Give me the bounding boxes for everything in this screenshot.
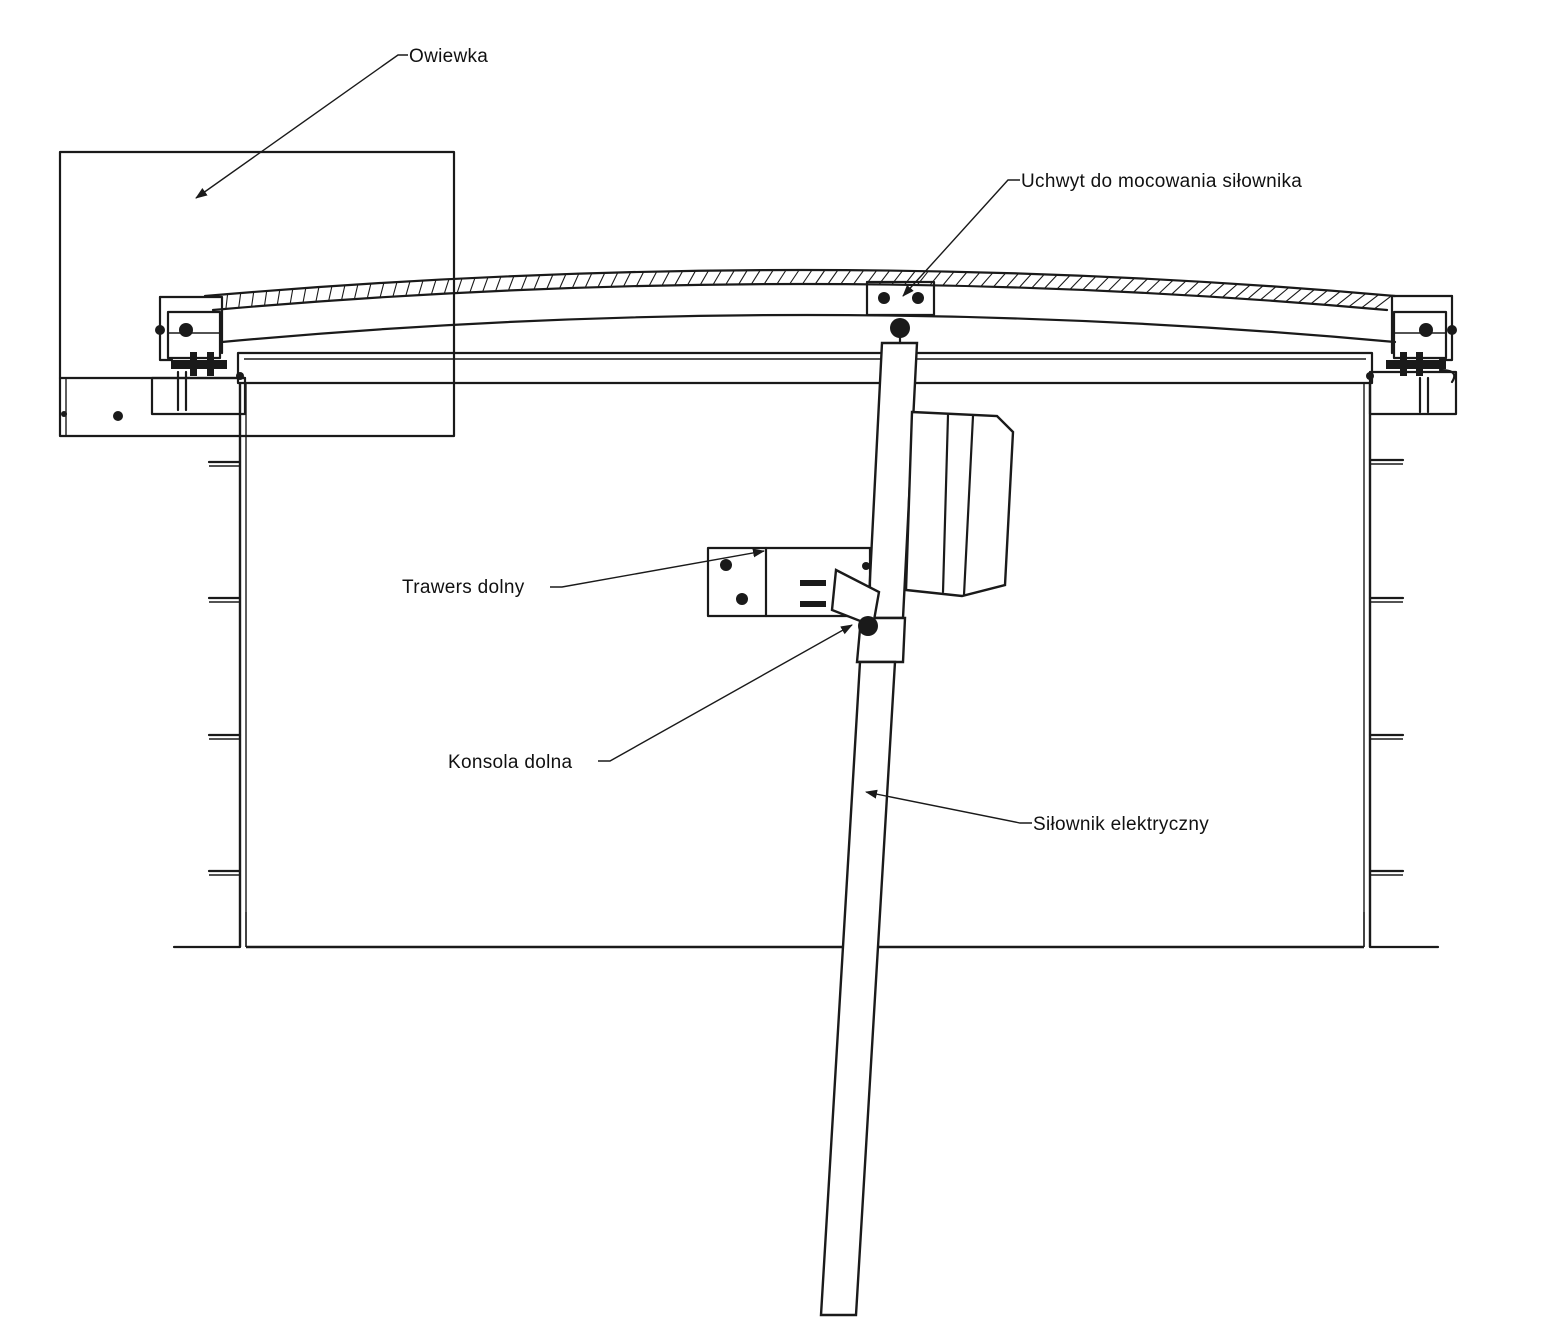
left-frame-profile [155, 295, 244, 412]
fixing-tabs-left [207, 460, 242, 876]
label-actuator-bracket: Uchwyt do mocowania siłownika [1021, 171, 1302, 192]
fixing-tabs-right [1368, 458, 1405, 876]
label-lower-traverse: Trawers dolny [402, 577, 525, 598]
curb-top-frame [236, 351, 1374, 385]
label-electric-actuator: Siłownik elektryczny [1033, 814, 1209, 835]
deflector-panel [58, 150, 456, 438]
lower-console [830, 568, 881, 636]
label-lower-console: Konsola dolna [448, 752, 572, 773]
dome-glazing [203, 268, 1397, 344]
label-deflector: Owiewka [409, 46, 488, 67]
lower-traverse [706, 546, 872, 618]
curb-body [172, 383, 1440, 949]
electric-actuator [819, 318, 1015, 1317]
right-frame-profile [1366, 294, 1458, 416]
leader-lines [195, 54, 1032, 824]
actuator-top-bracket [865, 280, 936, 317]
